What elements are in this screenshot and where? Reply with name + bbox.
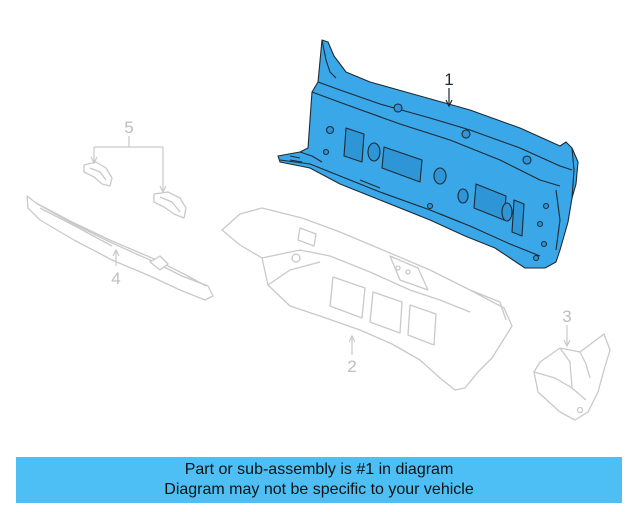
- callout-2: 2: [347, 357, 356, 376]
- part-5-brackets: [83, 161, 187, 219]
- part-3-bracket: [533, 333, 611, 421]
- part-1-back-panel: [277, 39, 579, 269]
- callout-5: 5: [124, 118, 133, 137]
- info-banner: Part or sub-assembly is #1 in diagram Di…: [16, 457, 622, 503]
- part-2-lower-panel: [221, 207, 513, 391]
- callout-4: 4: [111, 269, 120, 288]
- part-2-leader: [348, 334, 356, 355]
- part-4-rail: [26, 195, 214, 301]
- callout-3: 3: [562, 307, 571, 326]
- callout-1: 1: [444, 70, 453, 89]
- part-1-leader: [445, 88, 453, 108]
- part-3-leader: [563, 325, 571, 348]
- part-4-leader: [112, 248, 120, 266]
- banner-line-1: Part or sub-assembly is #1 in diagram: [184, 461, 454, 478]
- parts-diagram: 1 2 3 4 5: [26, 39, 611, 421]
- banner-line-2: Diagram may not be specific to your vehi…: [164, 481, 474, 498]
- part-5-leader: [90, 136, 167, 194]
